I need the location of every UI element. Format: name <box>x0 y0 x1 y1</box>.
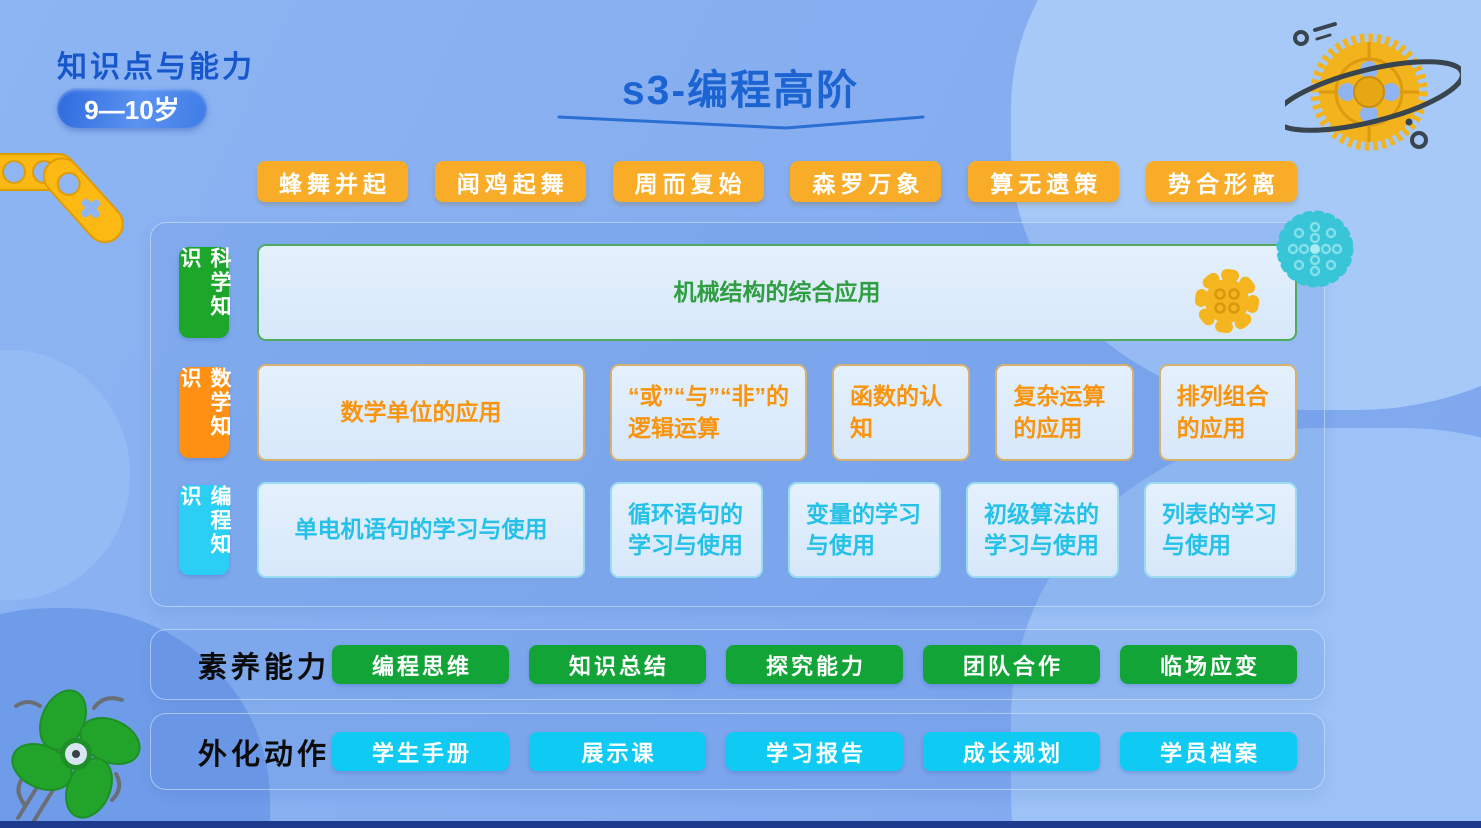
action-chip[interactable]: 学生手册 <box>332 732 509 771</box>
age-badge: 9—10岁 <box>57 88 207 128</box>
competency-chip-row: 编程思维 知识总结 探究能力 团队合作 临场应变 <box>332 630 1297 699</box>
unit-button[interactable]: 算无遗策 <box>968 161 1120 202</box>
knowledge-card-text: 循环语句的学习与使用 <box>628 500 743 558</box>
unit-button-row: 蜂舞并起 闻鸡起舞 周而复始 森罗万象 算无遗策 势合形离 <box>257 161 1297 202</box>
knowledge-card-text: 机械结构的综合应用 <box>673 278 881 305</box>
knowledge-card: 列表的学习与使用 <box>1144 482 1297 578</box>
competency-chip[interactable]: 知识总结 <box>529 645 706 684</box>
knowledge-card-text: 单电机语句的学习与使用 <box>294 516 548 543</box>
competency-label: 素养能力 <box>198 651 331 684</box>
course-title: s3-编程高阶 <box>621 67 860 113</box>
section-title: 知识点与能力 <box>57 51 255 84</box>
unit-button[interactable]: 势合形离 <box>1145 161 1297 202</box>
knowledge-card-text: 函数的认知 <box>850 383 942 441</box>
action-chip[interactable]: 展示课 <box>529 732 706 771</box>
background-blob <box>0 350 130 600</box>
knowledge-card-text: “或”“与”“非”的逻辑运算 <box>628 383 789 441</box>
science-row-label: 科学知识 <box>178 247 231 338</box>
actions-panel: 外化动作 学生手册 展示课 学习报告 成长规划 学员档案 <box>150 713 1325 790</box>
unit-button[interactable]: 森罗万象 <box>790 161 942 202</box>
knowledge-card-text: 复杂运算的应用 <box>1013 383 1106 441</box>
knowledge-card-text: 列表的学习与使用 <box>1162 500 1277 558</box>
unit-button[interactable]: 蜂舞并起 <box>257 161 408 202</box>
action-chip[interactable]: 学员档案 <box>1120 732 1297 771</box>
knowledge-card: 循环语句的学习与使用 <box>610 482 763 578</box>
math-row-label: 数学知识 <box>178 367 231 458</box>
unit-button[interactable]: 闻鸡起舞 <box>434 161 586 202</box>
actions-chip-row: 学生手册 展示课 学习报告 成长规划 学员档案 <box>332 714 1297 789</box>
knowledge-card: 排列组合的应用 <box>1158 364 1297 461</box>
knowledge-card-text: 数学单位的应用 <box>340 398 502 425</box>
knowledge-card: 机械结构的综合应用 <box>257 244 1297 341</box>
bottom-edge-decoration <box>0 821 1481 828</box>
competency-chip[interactable]: 团队合作 <box>923 645 1100 684</box>
title-underline-decoration <box>557 115 924 130</box>
knowledge-card: 初级算法的学习与使用 <box>966 482 1119 578</box>
knowledge-matrix-panel: 科学知识 机械结构的综合应用 数学知识 数学单位的应用 “或”“与”“非”的逻辑… <box>150 222 1325 607</box>
knowledge-card: “或”“与”“非”的逻辑运算 <box>610 364 807 461</box>
knowledge-card: 单电机语句的学习与使用 <box>257 482 585 578</box>
knowledge-card-text: 排列组合的应用 <box>1176 383 1269 441</box>
competency-panel: 素养能力 编程思维 知识总结 探究能力 团队合作 临场应变 <box>150 629 1325 700</box>
competency-chip[interactable]: 探究能力 <box>726 645 903 684</box>
competency-chip[interactable]: 临场应变 <box>1120 645 1297 684</box>
knowledge-card: 函数的认知 <box>832 364 971 461</box>
coding-row-label: 编程知识 <box>178 485 231 575</box>
lego-beam-icon <box>0 153 124 244</box>
action-chip[interactable]: 学习报告 <box>726 732 903 771</box>
competency-chip[interactable]: 编程思维 <box>332 645 509 684</box>
knowledge-card-text: 初级算法的学习与使用 <box>984 500 1099 558</box>
knowledge-card: 变量的学习与使用 <box>788 482 941 578</box>
knowledge-card: 复杂运算的应用 <box>995 364 1134 461</box>
actions-label: 外化动作 <box>198 738 331 771</box>
action-chip[interactable]: 成长规划 <box>923 732 1100 771</box>
propeller-icon <box>11 689 141 826</box>
knowledge-card-text: 变量的学习与使用 <box>806 500 921 558</box>
knowledge-card: 数学单位的应用 <box>257 364 585 461</box>
unit-button[interactable]: 周而复始 <box>612 161 764 202</box>
